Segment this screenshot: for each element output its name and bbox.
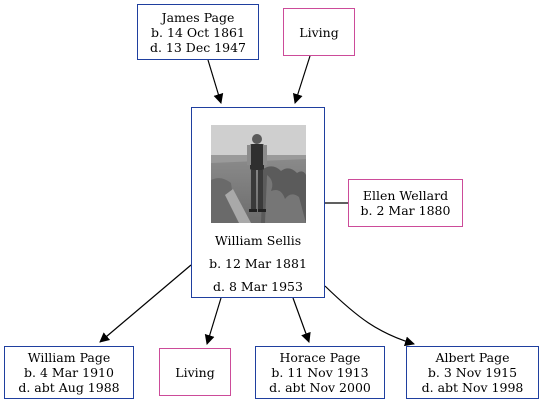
child-name: Horace Page [279, 350, 361, 365]
child-born: b. 4 Mar 1910 [24, 365, 114, 380]
child-born: b. 3 Nov 1915 [427, 365, 518, 380]
portrait-photo [210, 125, 306, 223]
edge-subject-to-child-3 [292, 297, 311, 343]
father-name: James Page [161, 9, 235, 25]
subject-name: William Sellis [214, 233, 302, 248]
father-died: d. 13 Dec 1947 [149, 39, 247, 55]
child-node-william-page[interactable]: William Page b. 4 Mar 1910 d. abt Aug 19… [4, 346, 134, 399]
subject-born: b. 12 Mar 1881 [209, 256, 307, 271]
child-name: William Page [27, 350, 111, 365]
child-died: d. abt Aug 1988 [18, 380, 120, 395]
father-node[interactable]: James Page b. 14 Oct 1861 d. 13 Dec 1947 [137, 4, 259, 60]
subject-died: d. 8 Mar 1953 [213, 279, 303, 294]
child-died: d. abt Nov 2000 [269, 380, 371, 395]
spouse-name: Ellen Wellard [362, 188, 449, 203]
spouse-node[interactable]: Ellen Wellard b. 2 Mar 1880 [348, 179, 463, 227]
mother-node[interactable]: Living [283, 8, 355, 56]
child-died: d. abt Nov 1998 [421, 380, 524, 395]
subject-node[interactable]: William Sellis b. 12 Mar 1881 d. 8 Mar 1… [191, 107, 325, 298]
child-name: Living [175, 364, 215, 380]
edge-subject-to-child-1 [99, 264, 192, 343]
child-name: Albert Page [435, 350, 510, 365]
spouse-born: b. 2 Mar 1880 [360, 203, 451, 218]
child-node-horace-page[interactable]: Horace Page b. 11 Nov 1913 d. abt Nov 20… [255, 346, 385, 399]
edge-father-to-subject [207, 59, 224, 104]
mother-name: Living [299, 24, 339, 40]
edge-mother-to-subject [292, 55, 311, 104]
child-node-albert-page[interactable]: Albert Page b. 3 Nov 1915 d. abt Nov 199… [406, 346, 539, 399]
child-born: b. 11 Nov 1913 [271, 365, 369, 380]
child-node-living[interactable]: Living [159, 348, 231, 396]
edge-subject-to-child-2 [204, 297, 222, 345]
edge-subject-to-child-4 [324, 285, 415, 347]
father-born: b. 14 Oct 1861 [151, 24, 245, 40]
